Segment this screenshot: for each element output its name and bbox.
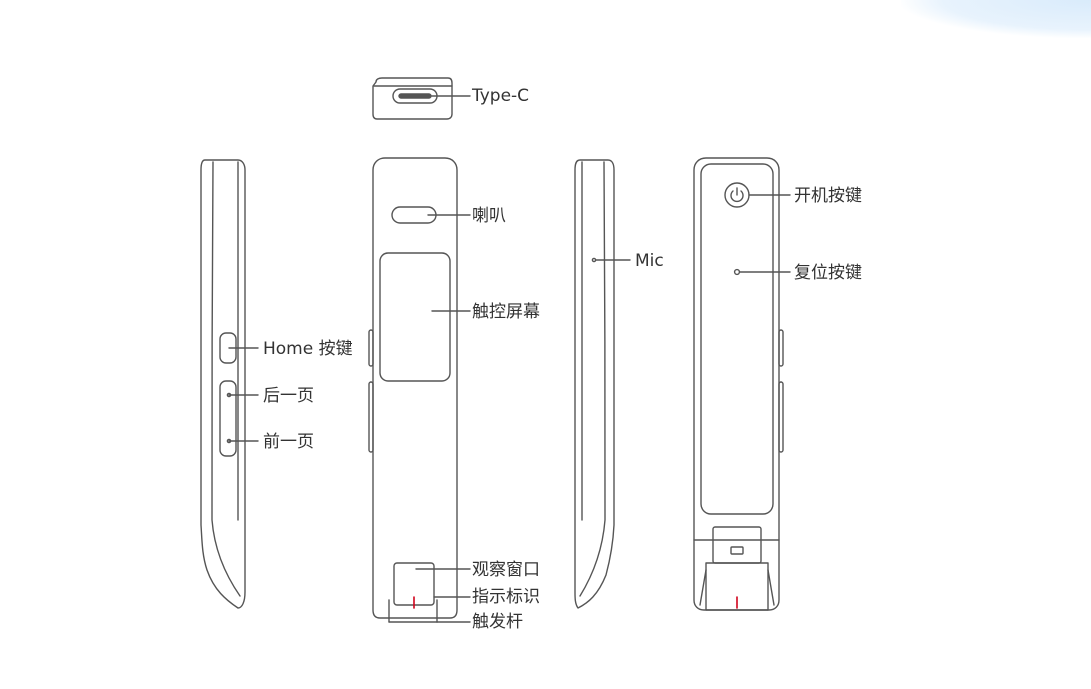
corner-accent (901, 0, 1091, 38)
observation-window-label: 观察窗口 (472, 560, 540, 580)
touch-screen[interactable] (379, 252, 451, 382)
mic-hole (591, 257, 597, 263)
left-side-inner (211, 161, 241, 597)
page-forward-label: 前一页 (263, 432, 314, 452)
clip-upper (712, 526, 762, 564)
mic-label: Mic (635, 251, 664, 271)
reset-button-label: 复位按键 (794, 263, 862, 283)
type-c-port-inner (398, 93, 432, 99)
reset-hole[interactable] (733, 268, 741, 276)
left-side-view (200, 159, 259, 609)
left-side-outline (200, 159, 246, 609)
front-body-outline (372, 157, 458, 619)
front-side-button-2 (368, 381, 374, 453)
front-side-button (368, 329, 374, 367)
back-side-button (778, 329, 784, 367)
front-view (368, 157, 471, 623)
home-button-label: Home 按键 (263, 339, 353, 359)
back-panel (700, 163, 774, 515)
right-side-outline (574, 159, 615, 609)
indicator-mark-label: 指示标识 (472, 587, 540, 607)
clip-left-arm (699, 569, 707, 606)
page-buttons[interactable] (219, 380, 237, 457)
power-button-label: 开机按键 (794, 186, 862, 206)
back-view (693, 157, 791, 611)
touch-screen-label: 触控屏幕 (472, 302, 540, 322)
right-side-inner (579, 161, 606, 597)
back-side-button-2 (778, 381, 784, 453)
clip-right-arm (767, 569, 775, 606)
type-c-label: Type-C (472, 86, 530, 106)
page-back-label: 后一页 (263, 386, 314, 406)
top-view-body (372, 77, 453, 120)
power-icon (730, 190, 744, 203)
back-body-outline (693, 157, 780, 541)
right-side-view (574, 159, 631, 609)
top-view (372, 77, 471, 120)
clip-lower (705, 562, 769, 611)
speaker-label: 喇叭 (472, 206, 506, 226)
trigger-lever-label: 触发杆 (472, 612, 523, 632)
clip-slot (730, 546, 744, 555)
